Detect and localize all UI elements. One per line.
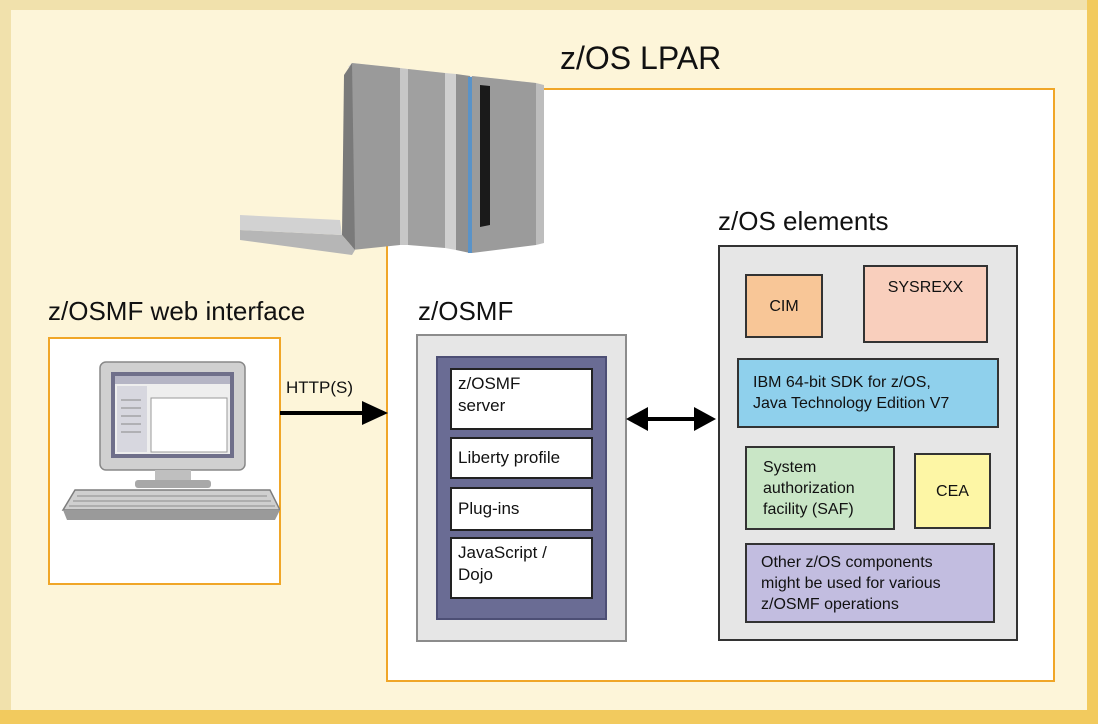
elements-title: z/OS elements [718, 206, 889, 236]
cea-label: CEA [936, 482, 969, 500]
web-interface-title: z/OSMF web interface [48, 296, 306, 326]
saf-box: System authorization facility (SAF) [745, 446, 895, 530]
sdk-line-2: Java Technology Edition V7 [753, 395, 950, 412]
frame-top-edge [0, 0, 1098, 10]
liberty-profile-label: Liberty profile [458, 448, 561, 467]
plugins-label: Plug-ins [458, 499, 520, 518]
saf-line-2: authorization [763, 479, 855, 497]
sysrexx-box: SYSREXX [863, 265, 988, 343]
frame-bottom-edge [0, 710, 1098, 724]
http-label: HTTP(S) [286, 378, 354, 397]
frame-left-edge [0, 0, 11, 724]
plugins-box: Plug-ins [450, 487, 593, 531]
zosmf-server-line-1: z/OSMF [458, 374, 521, 393]
zosmf-server-line-2: server [458, 396, 506, 415]
zosmf-server-box: z/OSMF server [450, 368, 593, 430]
cim-box: CIM [745, 274, 823, 338]
frame-right-edge [1087, 0, 1098, 724]
javascript-dojo-line-2: Dojo [458, 565, 493, 584]
saf-line-1: System [763, 458, 817, 476]
other-components-box: Other z/OS components might be used for … [745, 543, 995, 623]
cim-label: CIM [769, 297, 799, 315]
other-line-3: z/OSMF operations [761, 595, 899, 613]
cea-box: CEA [914, 453, 991, 529]
sysrexx-label: SYSREXX [887, 279, 964, 296]
sdk-line-1: IBM 64-bit SDK for z/OS, [753, 374, 931, 391]
sdk-box: IBM 64-bit SDK for z/OS, Java Technology… [737, 358, 999, 428]
bidirectional-arrow-icon [626, 407, 716, 431]
javascript-dojo-box: JavaScript / Dojo [450, 537, 593, 599]
javascript-dojo-line-1: JavaScript / [458, 543, 547, 562]
zosmf-title: z/OSMF [418, 296, 514, 326]
other-line-2: might be used for various [761, 574, 941, 592]
other-line-1: Other z/OS components [761, 553, 933, 571]
liberty-profile-box: Liberty profile [450, 437, 593, 479]
http-arrow-icon [280, 401, 388, 425]
desktop-computer-icon [61, 361, 280, 520]
mainframe-server-icon [240, 63, 544, 255]
lpar-title: z/OS LPAR [560, 40, 722, 76]
saf-line-3: facility (SAF) [763, 500, 854, 518]
